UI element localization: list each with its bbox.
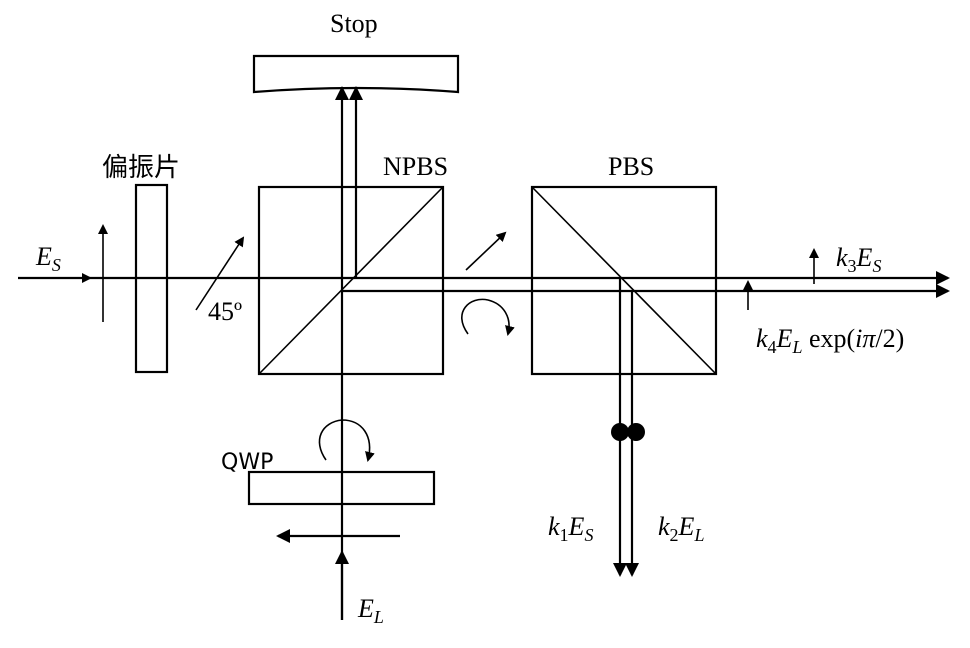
pbs-diagonal (531, 186, 717, 375)
qwp-label: QWP (221, 450, 273, 475)
k3-es-label: k3ES (836, 243, 881, 276)
k2-el-label: k2EL (658, 512, 704, 545)
stop-label: Stop (330, 9, 378, 38)
polarizer-label: 偏振片 (102, 153, 180, 183)
npbs-label: NPBS (383, 152, 448, 181)
circular-polarization-below-npbs (318, 419, 375, 462)
polarization-dot-right (627, 423, 645, 441)
stop-mirror (252, 54, 460, 94)
el-input-label: EL (357, 594, 384, 627)
circular-polarization-between-cubes (461, 298, 515, 336)
polarization-dot-left (611, 423, 629, 441)
polarization-45-arrow-left (195, 236, 245, 311)
es-input-label: ES (35, 242, 61, 275)
pbs-label: PBS (608, 152, 654, 181)
angle-label: 45º (208, 297, 242, 326)
npbs-diagonal (258, 186, 444, 375)
k4-el-label: k4EL exp(iπ/2) (756, 324, 904, 357)
polarization-45-arrow-right (465, 231, 507, 271)
k1-es-label: k1ES (548, 512, 593, 545)
